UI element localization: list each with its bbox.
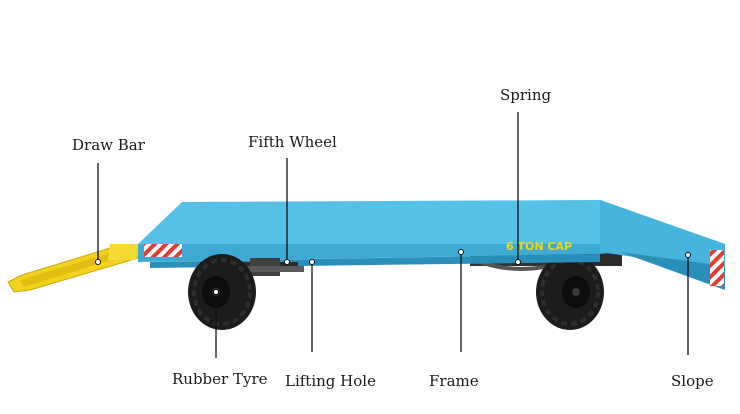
dot-rubber-tyre <box>213 289 219 295</box>
dot-slope <box>685 252 691 258</box>
front-tyre <box>188 254 256 330</box>
leader-lines <box>97 112 689 358</box>
dot-spring <box>515 259 521 265</box>
rear-reflector <box>710 250 724 286</box>
dot-draw-bar <box>95 259 101 265</box>
front-reflector <box>144 244 182 257</box>
rear-tyre <box>536 254 604 330</box>
front-axle-assembly <box>200 258 304 276</box>
label-frame: Frame <box>429 372 479 390</box>
deck-marking: 6 TON CAP <box>506 240 572 253</box>
label-slope: Slope <box>671 372 714 390</box>
label-spring: Spring <box>500 86 552 104</box>
draw-bar <box>7 244 141 293</box>
dot-frame <box>458 249 464 255</box>
leader-dots <box>95 249 691 295</box>
label-rubber-tyre: Rubber Tyre <box>172 370 268 388</box>
label-draw-bar: Draw Bar <box>72 136 145 154</box>
dot-fifth-wheel <box>284 259 290 265</box>
label-lifting-hole: Lifting Hole <box>285 372 376 390</box>
label-fifth-wheel: Fifth Wheel <box>248 133 337 151</box>
dot-lifting-hole <box>309 259 315 265</box>
